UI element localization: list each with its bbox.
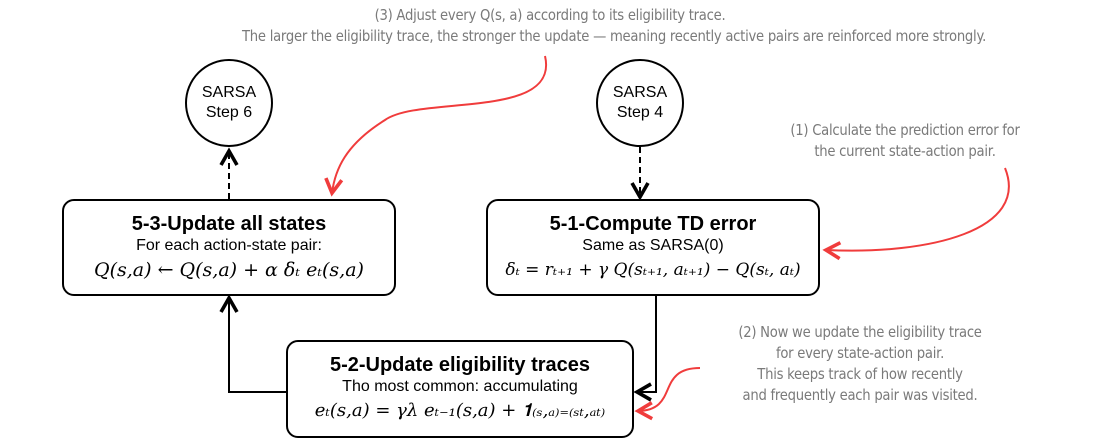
node-label: Step 6 bbox=[205, 104, 253, 121]
note-step2-line: and frequently each pair was visited. bbox=[742, 386, 978, 404]
note-step2-line: This keeps track of how recently bbox=[757, 365, 963, 383]
note-step3-line1: (3) Adjust every Q(s, a) according to it… bbox=[374, 6, 726, 24]
box-formula: δₜ = rₜ₊₁ + γ Q(sₜ₊₁, aₜ₊₁) − Q(sₜ, aₜ) bbox=[505, 259, 801, 280]
box-formula: eₜ(s,a) = γλ eₜ₋₁(s,a) + 𝟏₍ₛ,ₐ₎₌₍ₛₜ,ₐₜ₎ bbox=[314, 400, 606, 421]
note-step2-line: (2) Now we update the eligibility trace bbox=[738, 323, 982, 341]
note-step1-line1: (1) Calculate the prediction error for bbox=[790, 121, 1020, 139]
note-step1-line2: the current state-action pair. bbox=[814, 142, 996, 160]
red-arrow-note2 bbox=[634, 367, 701, 421]
note-step3-line2: The larger the eligibility trace, the st… bbox=[242, 27, 987, 45]
box-subtitle: Tho most common: accumulating bbox=[342, 378, 578, 395]
note-step3: (3) Adjust every Q(s, a) according to it… bbox=[242, 5, 987, 47]
box-title: 5-1-Compute TD error bbox=[549, 212, 757, 235]
arrow-traces-to-update bbox=[219, 294, 286, 393]
note-step1: (1) Calculate the prediction error for t… bbox=[769, 120, 1042, 162]
node-label: Step 4 bbox=[616, 104, 664, 121]
box-formula: Q(s,a) ← Q(s,a) + α δₜ eₜ(s,a) bbox=[94, 258, 364, 281]
compute-td-error-box: 5-1-Compute TD error Same as SARSA(0) δₜ… bbox=[486, 199, 820, 296]
update-eligibility-traces-box: 5-2-Update eligibility traces Tho most c… bbox=[286, 340, 634, 438]
box-subtitle: Same as SARSA(0) bbox=[582, 236, 724, 254]
box-subtitle: For each action-state pair: bbox=[136, 236, 322, 254]
box-title: 5-2-Update eligibility traces bbox=[329, 354, 591, 376]
note-step2-line: for every state-action pair. bbox=[775, 344, 945, 362]
node-label: SARSA bbox=[201, 84, 257, 101]
update-all-states-box: 5-3-Update all states For each action-st… bbox=[62, 199, 396, 296]
sarsa-step6-node: SARSA Step 6 bbox=[185, 59, 273, 147]
red-arrow-note3 bbox=[324, 55, 548, 197]
sarsa-step4-node: SARSA Step 4 bbox=[596, 59, 684, 147]
arrow-td-to-traces bbox=[633, 296, 657, 402]
node-label: SARSA bbox=[612, 84, 668, 101]
note-step2: (2) Now we update the eligibility trace … bbox=[728, 322, 992, 406]
box-title: 5-3-Update all states bbox=[131, 212, 327, 235]
red-arrow-note1 bbox=[822, 167, 1010, 261]
